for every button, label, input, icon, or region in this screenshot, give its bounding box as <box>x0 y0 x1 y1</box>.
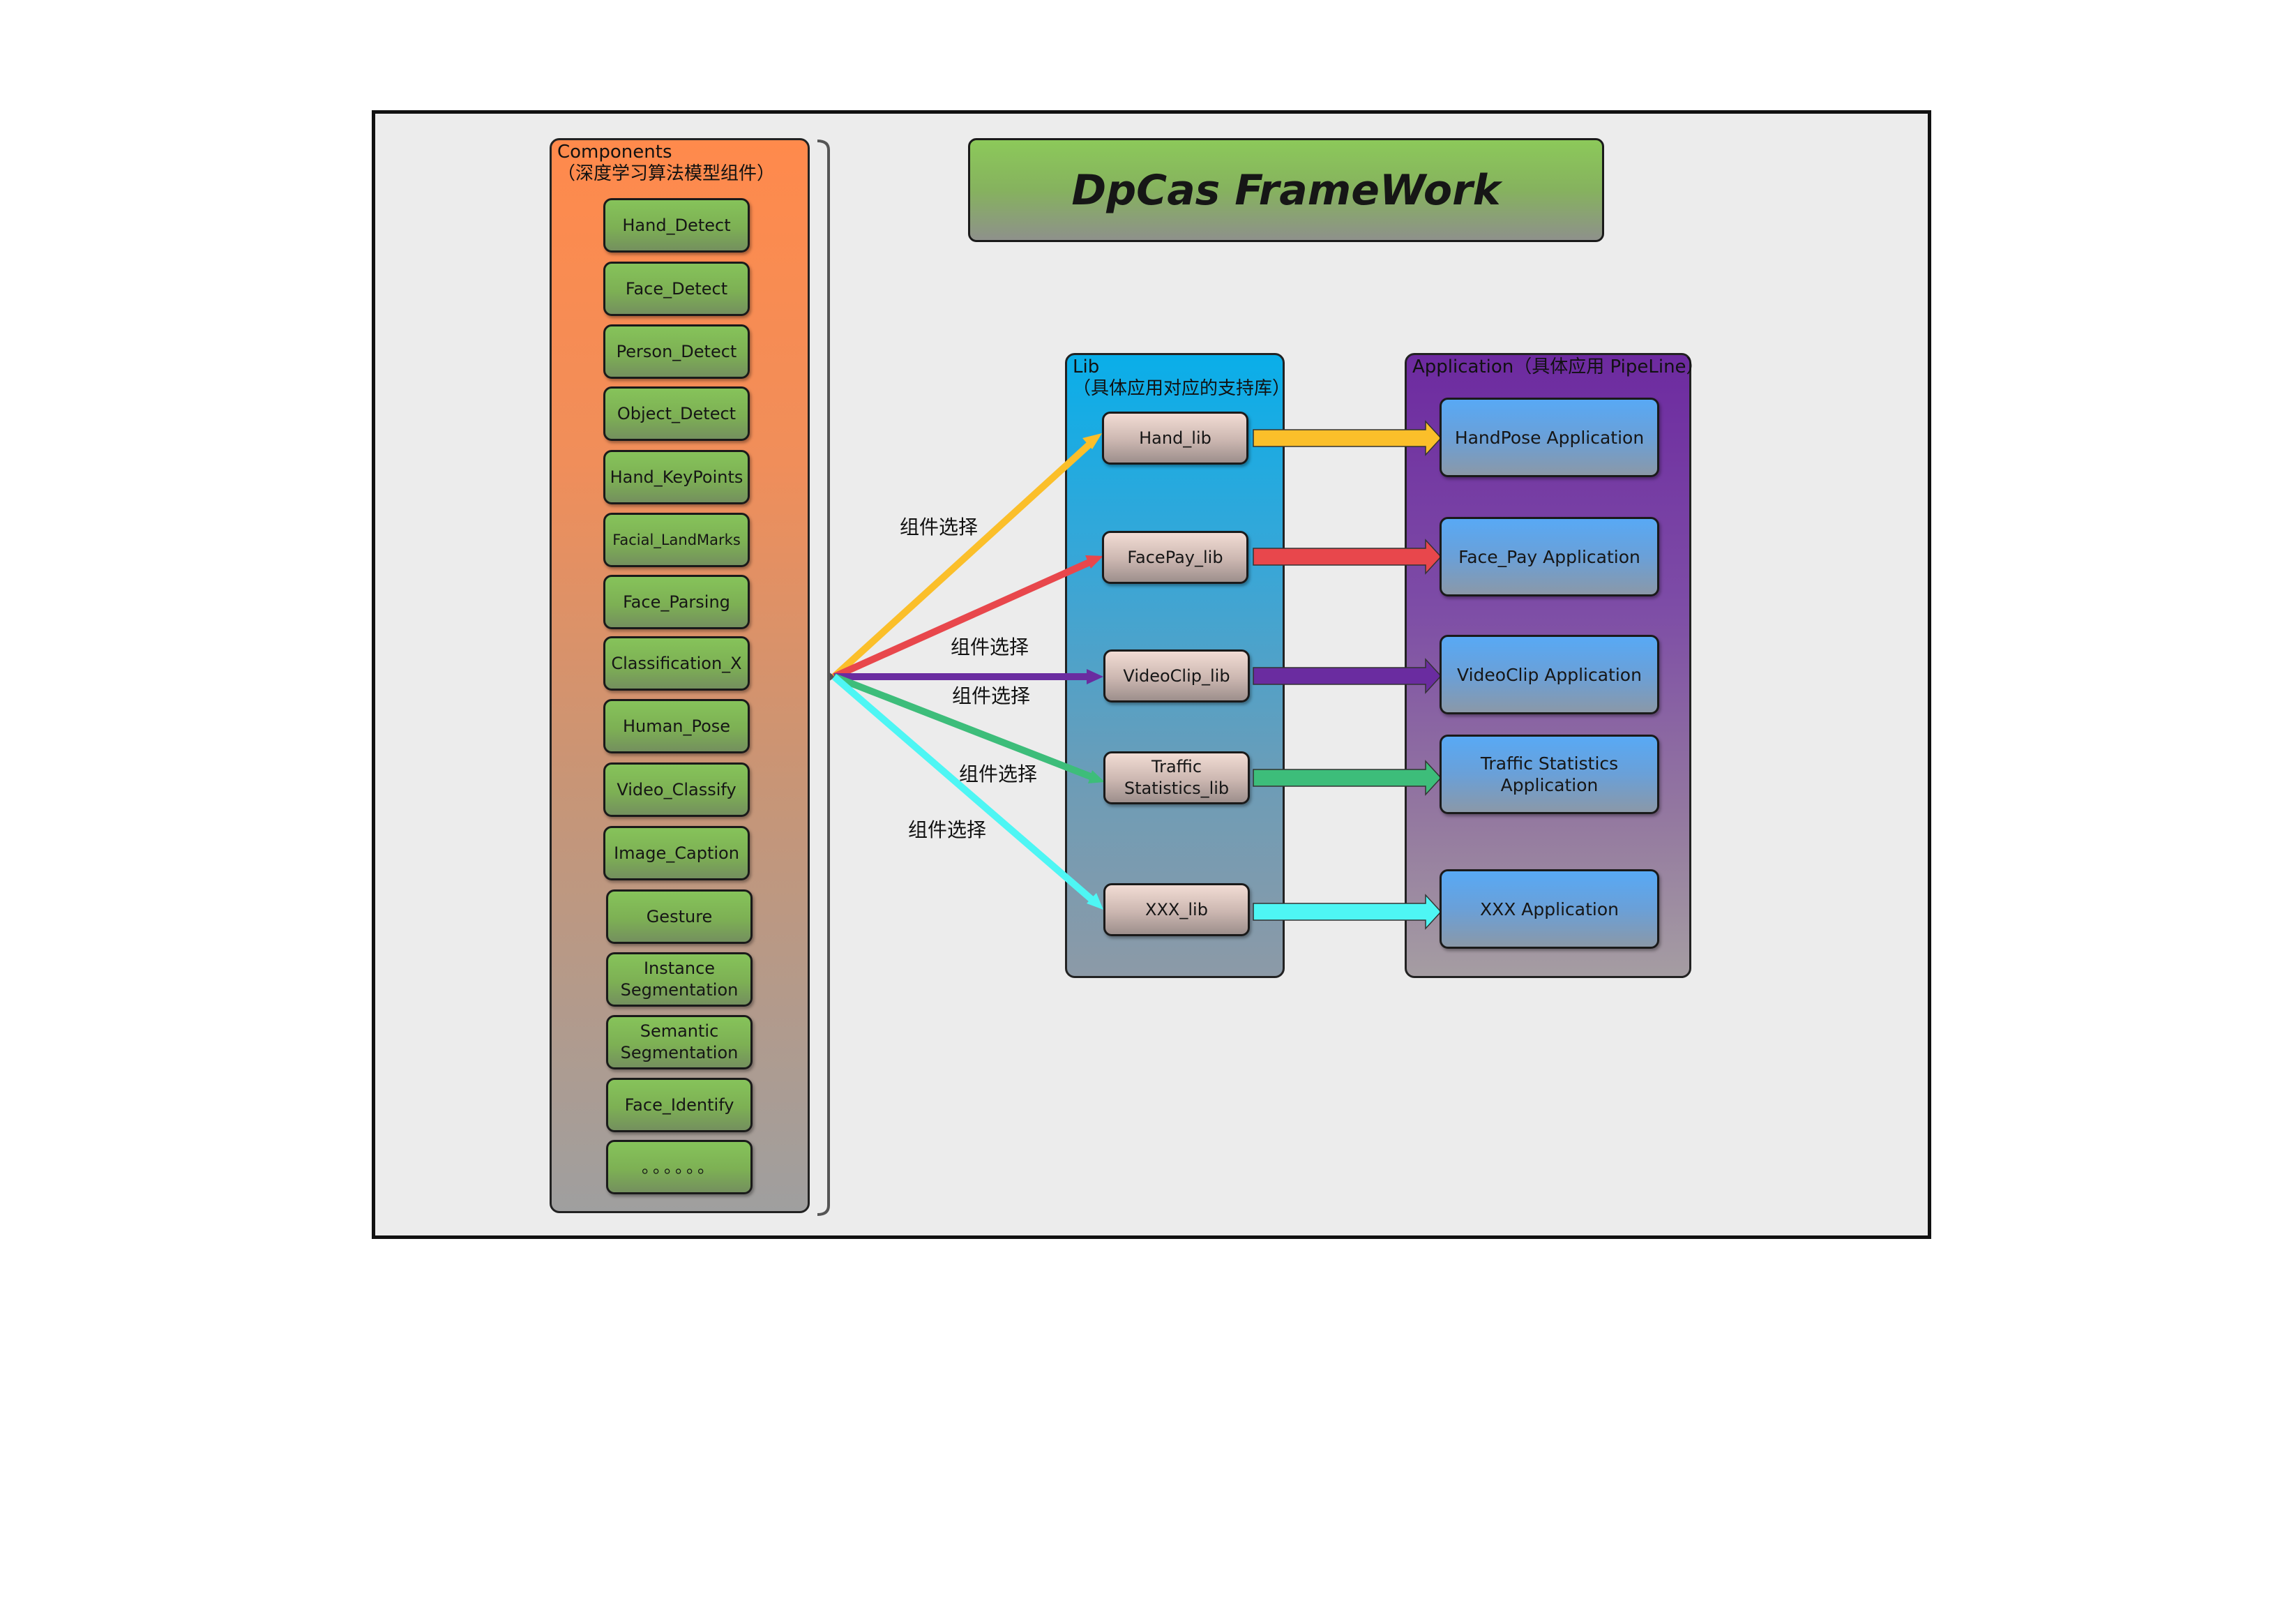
component-more[interactable]: 。。。。。。 <box>606 1140 753 1194</box>
line-to-xxx-lib <box>831 674 1095 903</box>
component-video-classify[interactable]: Video_Classify <box>603 762 750 817</box>
app-face-pay[interactable]: Face_Pay Application <box>1440 517 1659 596</box>
arrowhead-hand-lib <box>1082 433 1102 449</box>
edge-label-xxx: 组件选择 <box>908 818 987 841</box>
lib-panel-title: Lib （具体应用对应的支持库） <box>1073 356 1291 399</box>
edge-label-videoclip: 组件选择 <box>952 684 1031 707</box>
lib-traffic-statistics[interactable]: Traffic Statistics_lib <box>1103 751 1250 804</box>
app-xxx[interactable]: XXX Application <box>1440 869 1659 949</box>
component-hand-keypoints[interactable]: Hand_KeyPoints <box>603 450 750 504</box>
arrowhead-traffic-lib <box>1088 770 1105 783</box>
component-person-detect[interactable]: Person_Detect <box>603 324 750 379</box>
component-classification-x[interactable]: Classification_X <box>603 636 750 691</box>
arrow-xxx-to-app <box>1253 894 1442 930</box>
component-image-caption[interactable]: Image_Caption <box>603 826 750 880</box>
component-hand-detect[interactable]: Hand_Detect <box>603 198 750 253</box>
lib-hand[interactable]: Hand_lib <box>1102 412 1248 465</box>
arrow-facepay-to-app <box>1253 539 1442 575</box>
edge-label-hand: 组件选择 <box>900 516 979 539</box>
app-videoclip[interactable]: VideoClip Application <box>1440 635 1659 714</box>
component-face-detect[interactable]: Face_Detect <box>603 262 750 316</box>
arrowhead-videoclip-lib <box>1087 669 1103 684</box>
lib-facepay[interactable]: FacePay_lib <box>1102 531 1248 584</box>
edge-label-facepay: 组件选择 <box>951 636 1029 659</box>
component-instance-segmentation[interactable]: Instance Segmentation <box>606 952 753 1007</box>
arrow-traffic-to-app <box>1253 760 1442 796</box>
component-face-parsing[interactable]: Face_Parsing <box>603 575 750 629</box>
components-bracket <box>817 140 830 1216</box>
component-facial-landmarks[interactable]: Facial_LandMarks <box>603 513 750 567</box>
lib-xxx[interactable]: XXX_lib <box>1103 883 1250 936</box>
arrow-videoclip-to-app <box>1253 658 1442 694</box>
arrowhead-xxx-lib <box>1087 893 1103 910</box>
component-face-identify[interactable]: Face_Identify <box>606 1078 753 1132</box>
app-traffic-statistics[interactable]: Traffic Statistics Application <box>1440 735 1659 814</box>
edge-label-traffic: 组件选择 <box>959 762 1038 786</box>
line-to-traffic-lib <box>833 673 1094 781</box>
line-to-hand-lib <box>831 442 1092 679</box>
arrow-hand-to-app <box>1253 420 1442 456</box>
app-handpose[interactable]: HandPose Application <box>1440 398 1659 477</box>
line-to-facepay-lib <box>832 559 1092 680</box>
framework-title: DpCas FrameWork <box>968 138 1604 242</box>
arrowhead-facepay-lib <box>1085 555 1103 569</box>
bracket-tip <box>829 672 836 682</box>
component-object-detect[interactable]: Object_Detect <box>603 386 750 441</box>
component-gesture[interactable]: Gesture <box>606 889 753 944</box>
lib-videoclip[interactable]: VideoClip_lib <box>1103 649 1250 702</box>
components-panel-title: Components （深度学习算法模型组件） <box>557 142 776 184</box>
component-human-pose[interactable]: Human_Pose <box>603 699 750 753</box>
component-semantic-segmentation[interactable]: Semantic Segmentation <box>606 1015 753 1069</box>
application-panel-title: Application（具体应用 PipeLine） <box>1412 356 1705 377</box>
